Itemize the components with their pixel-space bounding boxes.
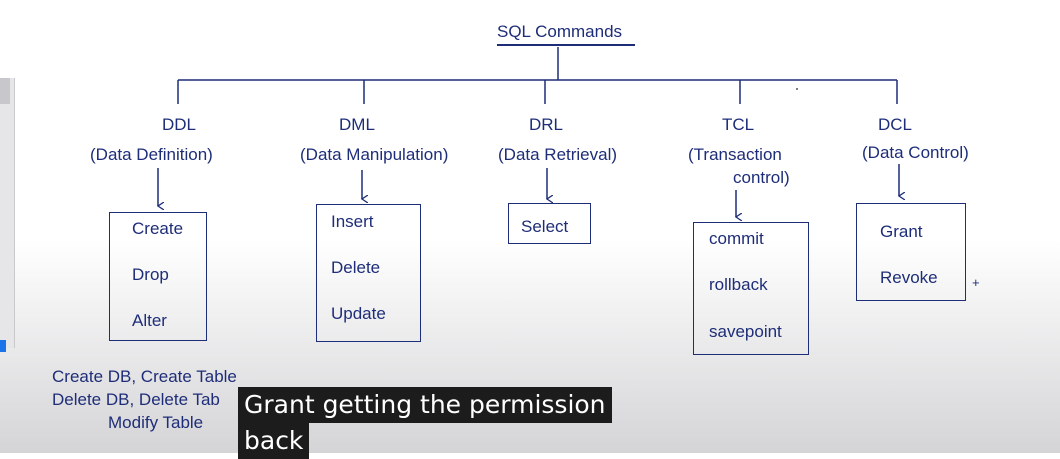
dml-commands-box: [316, 204, 421, 342]
dml-full-name: (Data Manipulation): [300, 145, 449, 164]
subtitle-caption-line2: back: [238, 423, 310, 459]
tcl-commands-box: [693, 222, 809, 355]
dml-command-delete: Delete: [331, 258, 381, 277]
ddl-full-name: (Data Definition): [90, 145, 213, 164]
dcl-command-revoke: Revoke: [880, 268, 938, 287]
window-edge: [0, 78, 15, 348]
dcl-commands-box: [856, 203, 966, 301]
drl-commands-box: [508, 203, 591, 244]
dml-command-insert: Insert: [331, 212, 374, 231]
tcl-command-commit: commit: [709, 229, 764, 248]
root-label: SQL Commands: [497, 22, 623, 41]
dcl-abbr: DCL: [878, 115, 913, 134]
tcl-command-savepoint: savepoint: [709, 322, 782, 341]
drl-abbr: DRL: [529, 115, 564, 134]
tcl-full-name-line2: control): [733, 168, 790, 187]
tcl-abbr: TCL: [722, 115, 755, 134]
subtitle-caption-line1: Grant getting the permission: [238, 387, 612, 423]
window-edge-top: [0, 78, 10, 104]
dcl-full-name: (Data Control): [862, 143, 969, 162]
ddl-command-drop: Drop: [132, 265, 169, 284]
ddl-commands-box: [109, 212, 207, 341]
ddl-note-modify: Modify Table: [108, 413, 204, 432]
dml-command-update: Update: [331, 304, 386, 323]
drl-full-name: (Data Retrieval): [498, 145, 618, 164]
window-edge-marker: [0, 340, 6, 352]
drl-command-select: Select: [521, 217, 569, 236]
tcl-full-name-line1: (Transaction: [688, 145, 782, 164]
ddl-command-create: Create: [132, 219, 184, 238]
ddl-note-create: Create DB, Create Table: [52, 367, 237, 386]
ddl-abbr: DDL: [162, 115, 197, 134]
plus-mark: +: [972, 275, 980, 290]
root-underline: [497, 44, 635, 46]
dcl-command-grant: Grant: [880, 222, 923, 241]
stray-dot: [796, 88, 798, 90]
dml-abbr: DML: [339, 115, 375, 134]
ddl-note-delete: Delete DB, Delete Tab: [52, 390, 220, 409]
ddl-command-alter: Alter: [132, 311, 167, 330]
tcl-command-rollback: rollback: [709, 275, 768, 294]
